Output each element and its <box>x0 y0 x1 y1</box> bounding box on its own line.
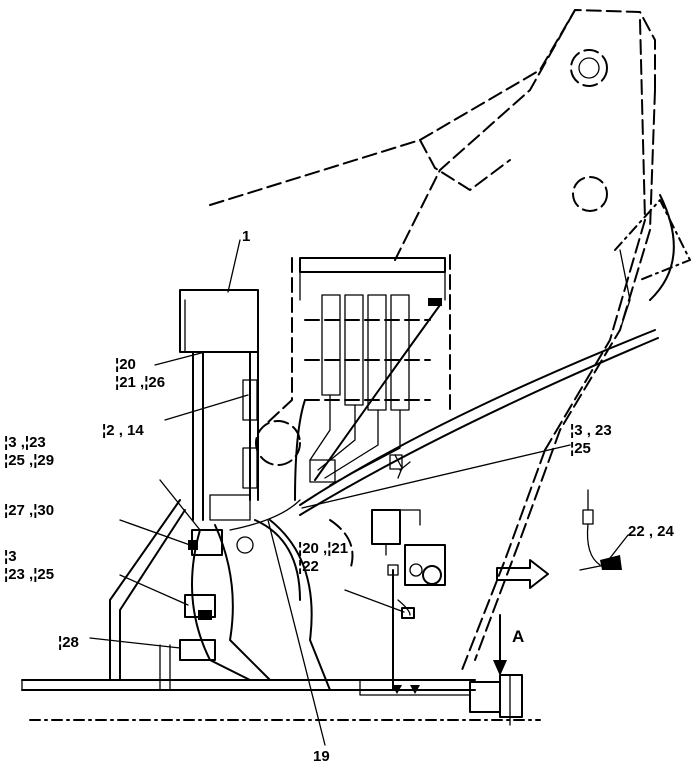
view-arrow <box>493 614 507 676</box>
callout-line: ¦2 , 14 <box>102 422 144 439</box>
fuse-bank <box>264 254 451 501</box>
callout-line: 1 <box>242 228 251 245</box>
direction-arrow <box>496 559 549 589</box>
lower-harness <box>109 499 354 691</box>
callout-line: ¦22 <box>298 558 319 575</box>
callout-line: ¦3 <box>4 548 17 565</box>
callout-2-14: ¦2 , 14 <box>102 422 144 440</box>
mount-holes <box>570 49 608 212</box>
battery-box <box>179 289 259 353</box>
callout-3-23-25-29: ¦3 ,¦23 ¦25 ,¦29 <box>4 434 54 470</box>
callout-3-23-25: ¦3 ¦23 ,¦25 <box>4 548 54 584</box>
callout-line: ¦23 ,¦25 <box>4 566 55 583</box>
callout-line: ¦21 ,¦26 <box>115 374 166 391</box>
callout-1: 1 <box>242 228 250 246</box>
view-label-a: A <box>512 628 524 646</box>
connectors-mid <box>371 454 446 691</box>
base-floor <box>21 674 541 726</box>
callout-20-21-22: ¦20 ,¦21 ¦22 <box>298 540 348 576</box>
callout-line: 19 <box>313 748 330 765</box>
frame-outline <box>209 9 691 671</box>
callout-3-23-25-right: ¦3 , 23 ¦25 <box>570 422 612 458</box>
support-rails <box>192 351 301 521</box>
leader-lines <box>89 239 629 746</box>
detail-fitting <box>579 489 622 571</box>
callout-line: ¦25 <box>570 440 591 457</box>
callout-line: ¦28 <box>58 634 79 651</box>
callout-line: ¦3 , 23 <box>570 422 612 439</box>
callout-line: 22 , 24 <box>628 523 674 540</box>
callout-28: ¦28 <box>58 634 79 652</box>
callout-19: 19 <box>313 748 330 766</box>
callout-20-21-26: ¦20 ¦21 ,¦26 <box>115 356 165 392</box>
callout-22-24: 22 , 24 <box>628 523 674 541</box>
callout-line: ¦3 ,¦23 <box>4 434 46 451</box>
callout-line: ¦25 ,¦29 <box>4 452 55 469</box>
callout-line: ¦20 ,¦21 <box>298 540 349 557</box>
callout-line: ¦20 <box>115 356 136 373</box>
callout-line: A <box>512 627 525 646</box>
callout-27-30: ¦27 ,¦30 <box>4 502 54 520</box>
callout-line: ¦27 ,¦30 <box>4 502 55 519</box>
